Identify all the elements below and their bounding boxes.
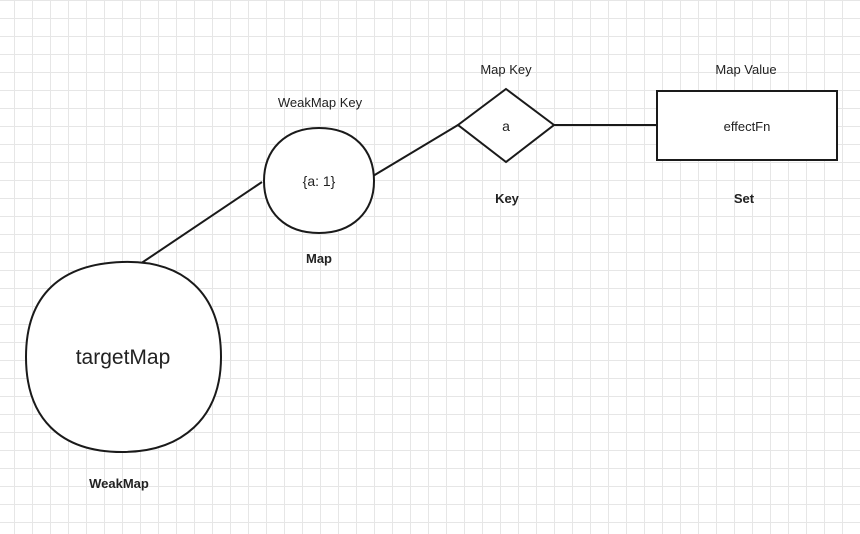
object-node[interactable] [262,126,376,235]
key-node[interactable] [456,87,556,164]
connector-object-key [372,124,459,177]
key-caption: Key [495,191,520,206]
effect-label: effectFn [724,119,771,134]
object-caption: Map [306,251,332,266]
key-label: a [502,118,510,134]
effect-node[interactable] [656,90,838,161]
targetmap-node[interactable] [24,260,223,454]
object-label: {a: 1} [303,173,336,189]
targetmap-caption: WeakMap [89,476,149,491]
effect-caption: Set [734,191,755,206]
effect-top-label: Map Value [715,62,776,77]
targetmap-label: targetMap [76,346,171,369]
object-top-label: WeakMap Key [278,95,363,110]
key-top-label: Map Key [480,62,532,77]
connector-targetmap-object [139,181,263,265]
